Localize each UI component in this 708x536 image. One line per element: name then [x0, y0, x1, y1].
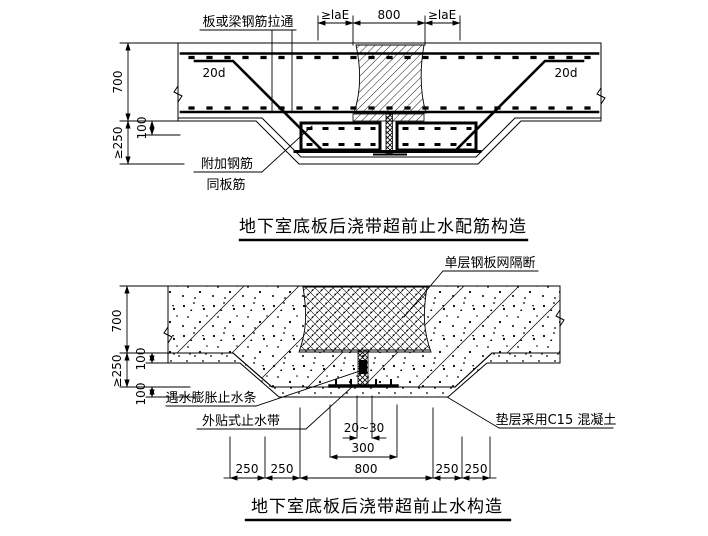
leader-add-rebar [193, 125, 313, 173]
external-waterstop-belt [328, 379, 399, 388]
break-mark [173, 85, 183, 103]
dim-chain-1: 250 [271, 462, 294, 476]
label-add-rebar: 附加钢筋 [201, 156, 253, 172]
dim-250-1: ≥250 [111, 127, 125, 160]
dim-300: 300 [352, 441, 375, 455]
leader-swell [165, 370, 361, 407]
dim-chain-4: 250 [465, 462, 488, 476]
label-same-slab: 同板筋 [206, 177, 245, 193]
dim-laE-right: ≥laE [428, 8, 456, 22]
label-20d-left: 20d [203, 66, 226, 80]
diagram2-title: 地下室底板后浇带超前止水构造 [251, 497, 503, 517]
dim-chain-2: 800 [355, 462, 378, 476]
post-pour-band-2 [298, 286, 432, 353]
dim-800-top: 800 [378, 8, 401, 22]
dim-700-2: 700 [110, 310, 124, 333]
break-mark [596, 87, 606, 105]
label-ext-ws: 外贴式止水带 [202, 414, 280, 429]
swelling-waterstop-strip [359, 360, 367, 374]
leader-ext-ws [196, 386, 353, 430]
dims-bottom [223, 395, 497, 481]
diagram1-reinforcement-detail: 板或梁钢筋拉通 20d 20d 附加钢筋 同板筋 ≥laE 800 ≥laE [111, 8, 606, 242]
dims-left-2 [119, 285, 196, 398]
leader-mesh [403, 270, 539, 318]
dim-chain-3: 250 [436, 462, 459, 476]
label-20d-right: 20d [555, 66, 578, 80]
dim-gap: 20~30 [344, 421, 385, 435]
dims-top [317, 15, 461, 46]
joint-strip-2 [357, 349, 369, 388]
dim-laE-left: ≥laE [321, 8, 349, 22]
stirrup-box-left [299, 121, 382, 152]
label-cushion: 垫层采用C15 混凝土 [496, 412, 617, 428]
break-mark [163, 326, 173, 344]
label-swell: 遇水膨胀止水条 [165, 390, 256, 406]
break-mark [555, 309, 565, 327]
joint-strip-1 [373, 113, 407, 156]
dim-100-2a: 100 [134, 348, 148, 371]
dim-250-2: ≥250 [110, 355, 124, 388]
dim-chain-0: 250 [236, 462, 259, 476]
bent-bar-right [453, 59, 585, 153]
dim-100-1: 100 [135, 117, 149, 140]
leader-cushion [446, 396, 614, 429]
bent-bar-left [193, 59, 325, 153]
diagram2-waterstop-detail: 单层钢板网隔断 遇水膨胀止水条 外贴式止水带 垫层采用C15 混凝土 [110, 256, 617, 522]
dim-700-1: 700 [111, 71, 125, 94]
diagram1-title: 地下室底板后浇带超前止水配筋构造 [239, 217, 527, 237]
dims-left-1 [119, 42, 185, 165]
leader-pull-through [199, 29, 297, 112]
post-pour-band-1 [353, 44, 427, 114]
label-pull-through: 板或梁钢筋拉通 [202, 14, 293, 30]
label-mesh: 单层钢板网隔断 [444, 256, 535, 271]
dim-100-2b: 100 [134, 383, 148, 406]
stirrup-box-right [395, 121, 478, 152]
